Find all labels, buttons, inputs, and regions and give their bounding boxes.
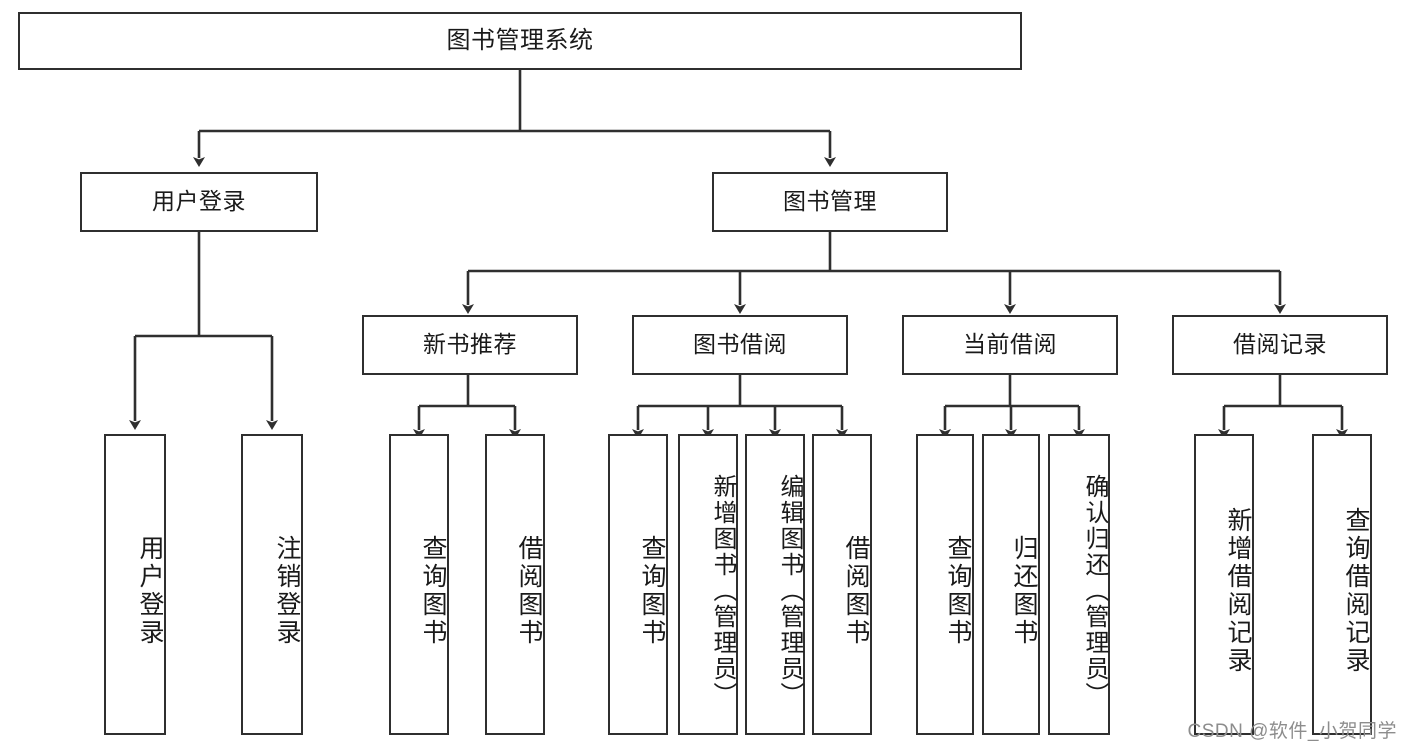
- node-label: 确认归还（管理员）: [1081, 473, 1108, 708]
- leaf-return-book[interactable]: 归还图书: [982, 434, 1040, 735]
- node-borrowing-records[interactable]: 借阅记录: [1172, 315, 1388, 375]
- node-label: 查询图书: [419, 534, 447, 647]
- leaf-logout[interactable]: 注销登录: [241, 434, 303, 735]
- leaf-user-login[interactable]: 用户登录: [104, 434, 166, 735]
- leaf-query-book-current[interactable]: 查询图书: [916, 434, 974, 735]
- node-label: 借阅图书: [842, 534, 870, 647]
- node-root-book-management-system[interactable]: 图书管理系统: [18, 12, 1022, 70]
- node-label: 归还图书: [1010, 534, 1038, 647]
- node-label: 当前借阅: [963, 331, 1057, 358]
- node-new-book-recommendation[interactable]: 新书推荐: [362, 315, 578, 375]
- leaf-query-book-newbook[interactable]: 查询图书: [389, 434, 449, 735]
- leaf-query-book-borrow[interactable]: 查询图书: [608, 434, 668, 735]
- node-label: 图书借阅: [693, 331, 787, 358]
- node-label: 注销登录: [273, 534, 301, 647]
- node-current-borrowing[interactable]: 当前借阅: [902, 315, 1118, 375]
- node-label: 借阅图书: [515, 534, 543, 647]
- node-label: 查询图书: [638, 534, 666, 647]
- node-book-management[interactable]: 图书管理: [712, 172, 948, 232]
- node-label: 新增图书（管理员）: [709, 473, 736, 708]
- node-label: 查询借阅记录: [1342, 506, 1370, 675]
- leaf-borrow-book[interactable]: 借阅图书: [812, 434, 872, 735]
- node-label: 借阅记录: [1233, 331, 1327, 358]
- leaf-add-book-admin[interactable]: 新增图书（管理员）: [678, 434, 738, 735]
- leaf-confirm-return-admin[interactable]: 确认归还（管理员）: [1048, 434, 1110, 735]
- leaf-edit-book-admin[interactable]: 编辑图书（管理员）: [745, 434, 805, 735]
- node-label: 新增借阅记录: [1224, 506, 1252, 675]
- leaf-borrow-book-newbook[interactable]: 借阅图书: [485, 434, 545, 735]
- node-label: 编辑图书（管理员）: [776, 473, 803, 708]
- node-label: 图书管理系统: [446, 26, 594, 54]
- node-label: 图书管理: [783, 188, 877, 215]
- leaf-add-borrow-record[interactable]: 新增借阅记录: [1194, 434, 1254, 735]
- node-book-borrowing[interactable]: 图书借阅: [632, 315, 848, 375]
- leaf-query-borrow-record[interactable]: 查询借阅记录: [1312, 434, 1372, 735]
- node-label: 新书推荐: [423, 331, 517, 358]
- node-user-login[interactable]: 用户登录: [80, 172, 318, 232]
- watermark: CSDN @软件_小贺同学: [1187, 721, 1397, 742]
- node-label: 用户登录: [152, 188, 246, 215]
- node-label: 查询图书: [944, 534, 972, 647]
- node-label: 用户登录: [136, 534, 164, 647]
